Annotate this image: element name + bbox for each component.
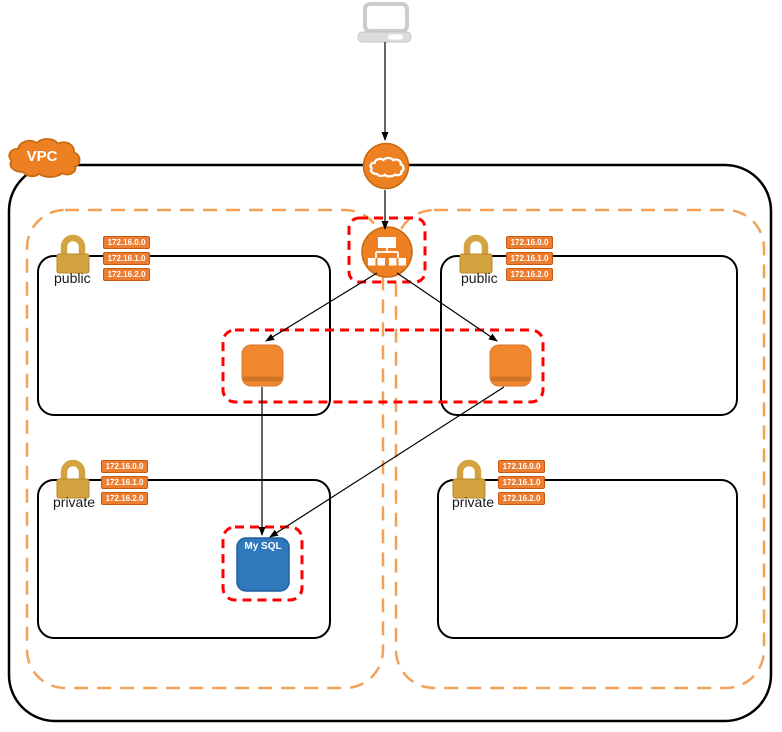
ip-badge[interactable]: 172.16.2.0 [101,492,148,505]
gateway-cloud-glyph [369,156,405,178]
ip-badge[interactable]: 172.16.2.0 [103,268,150,281]
padlock-body [459,253,493,274]
edge-instance-right-to-database[interactable] [269,386,505,538]
padlock-icon-private-left[interactable] [56,459,90,499]
subnet-private-left-box[interactable] [37,479,331,639]
padlock-icon-public-right[interactable] [459,234,493,274]
vpc-cloud-shape [8,138,81,178]
subnet-label-private-right: private [452,494,495,510]
ip-badge[interactable]: 172.16.0.0 [498,460,545,473]
padlock-shackle [60,459,86,481]
ip-badge[interactable]: 172.16.2.0 [498,492,545,505]
padlock-body [56,253,90,274]
ec2-instance-right[interactable] [489,344,532,387]
edge-router-to-instance-right[interactable] [396,272,498,342]
subnet-public-left-box[interactable] [37,255,331,416]
availability-zone-left-box[interactable] [25,208,385,690]
ip-badge[interactable]: 172.16.1.0 [103,252,150,265]
subnet-label-public-left: public [54,270,91,286]
mysql-database-label: My SQL [244,541,282,552]
ip-badge[interactable]: 172.16.1.0 [506,252,553,265]
ip-badge[interactable]: 172.16.1.0 [101,476,148,489]
ip-badge-group-private-left: 172.16.0.0 172.16.1.0 172.16.2.0 [101,460,148,508]
laptop-base-slot [388,34,403,40]
ip-badge-group-public-right: 172.16.0.0 172.16.1.0 172.16.2.0 [506,236,553,284]
ip-badge[interactable]: 172.16.1.0 [498,476,545,489]
client-laptop-icon[interactable] [357,2,412,43]
ip-badge[interactable]: 172.16.0.0 [506,236,553,249]
subnet-public-right-box[interactable] [440,255,738,416]
laptop-screen [363,2,409,33]
ip-badge-group-private-right: 172.16.0.0 172.16.1.0 172.16.2.0 [498,460,545,508]
router-tree-glyph [375,237,399,258]
ip-badge[interactable]: 172.16.2.0 [506,268,553,281]
router-highlight-box[interactable] [347,216,427,284]
padlock-body [452,478,486,499]
gateway-circle [362,142,410,190]
mysql-database-box[interactable] [236,537,290,592]
padlock-shackle [463,234,489,256]
padlock-shackle [456,459,482,481]
availability-zone-right-box[interactable] [394,208,766,690]
edge-router-to-instance-left[interactable] [265,272,378,342]
subnet-label-private-left: private [53,494,96,510]
ip-badge-group-public-left: 172.16.0.0 172.16.1.0 172.16.2.0 [103,236,150,284]
padlock-shackle [60,234,86,256]
subnet-private-right-box[interactable] [437,479,738,639]
padlock-icon-public-left[interactable] [56,234,90,274]
instances-highlight-box[interactable] [221,328,545,404]
subnet-label-public-right: public [461,270,498,286]
padlock-body [56,478,90,499]
vpc-label: VPC [26,148,58,165]
internet-gateway-icon[interactable] [362,142,410,190]
vpc-cloud-icon[interactable] [8,138,81,178]
ip-badge[interactable]: 172.16.0.0 [101,460,148,473]
ec2-instance-left[interactable] [241,344,284,387]
database-highlight-box[interactable] [221,525,304,602]
padlock-icon-private-right[interactable] [452,459,486,499]
router-tree-nodes [368,258,406,266]
laptop-base [357,31,412,43]
ip-badge[interactable]: 172.16.0.0 [103,236,150,249]
router-icon[interactable] [361,226,413,278]
